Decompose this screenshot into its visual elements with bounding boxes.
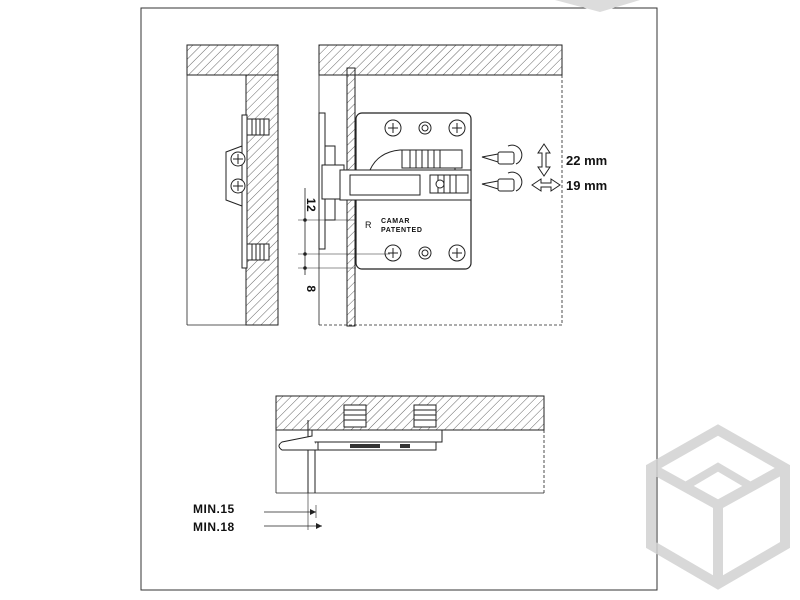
hole-top-center bbox=[418, 121, 432, 135]
bottom-dowel bbox=[246, 243, 270, 261]
plan-dowel-right bbox=[413, 404, 437, 428]
front-view: R CAMAR PATENTED 12 8 22 mm 19 mm bbox=[298, 44, 607, 327]
dim-8-label: 8 bbox=[304, 285, 318, 292]
watermark-fragment bbox=[555, 0, 640, 12]
min-18-label: MIN.18 bbox=[193, 520, 235, 534]
isometric-cube-logo bbox=[646, 424, 790, 590]
side-panel-hatch bbox=[245, 74, 279, 326]
top-dowel bbox=[246, 118, 270, 136]
hole-bottom-center bbox=[418, 246, 432, 260]
screw-bottom-right bbox=[448, 244, 466, 262]
plan-dowel-left bbox=[343, 404, 367, 428]
min-15-label: MIN.15 bbox=[193, 502, 235, 516]
top-panel-hatch-front bbox=[318, 44, 563, 76]
horizontal-adjust-screw bbox=[429, 174, 469, 194]
brand-tag: PATENTED bbox=[381, 227, 423, 234]
plan-panel-hatch bbox=[275, 395, 545, 431]
drawing-frame bbox=[140, 7, 658, 591]
horizontal-double-arrow-icon bbox=[531, 178, 561, 192]
vertical-double-arrow-icon bbox=[537, 143, 551, 177]
horizontal-adjust-value: 19 mm bbox=[566, 178, 607, 193]
screw-top-left bbox=[384, 119, 402, 137]
top-panel-hatch bbox=[186, 44, 279, 76]
side-view bbox=[186, 44, 279, 326]
dim-12-label: 12 bbox=[304, 198, 318, 212]
screw-top-right bbox=[448, 119, 466, 137]
brand-name: CAMAR bbox=[381, 218, 410, 225]
plan-hinge-arm bbox=[278, 435, 318, 451]
screwdriver-icon-top bbox=[481, 144, 523, 165]
vertical-adjust-value: 22 mm bbox=[566, 153, 607, 168]
side-marker: R bbox=[365, 220, 372, 230]
screw-bottom-left bbox=[384, 244, 402, 262]
screwdriver-icon-bottom bbox=[481, 171, 523, 192]
plan-hinge-body bbox=[311, 429, 443, 443]
plan-view: MIN.15 MIN.18 bbox=[193, 395, 545, 534]
vertical-adjust-screw bbox=[401, 149, 463, 169]
